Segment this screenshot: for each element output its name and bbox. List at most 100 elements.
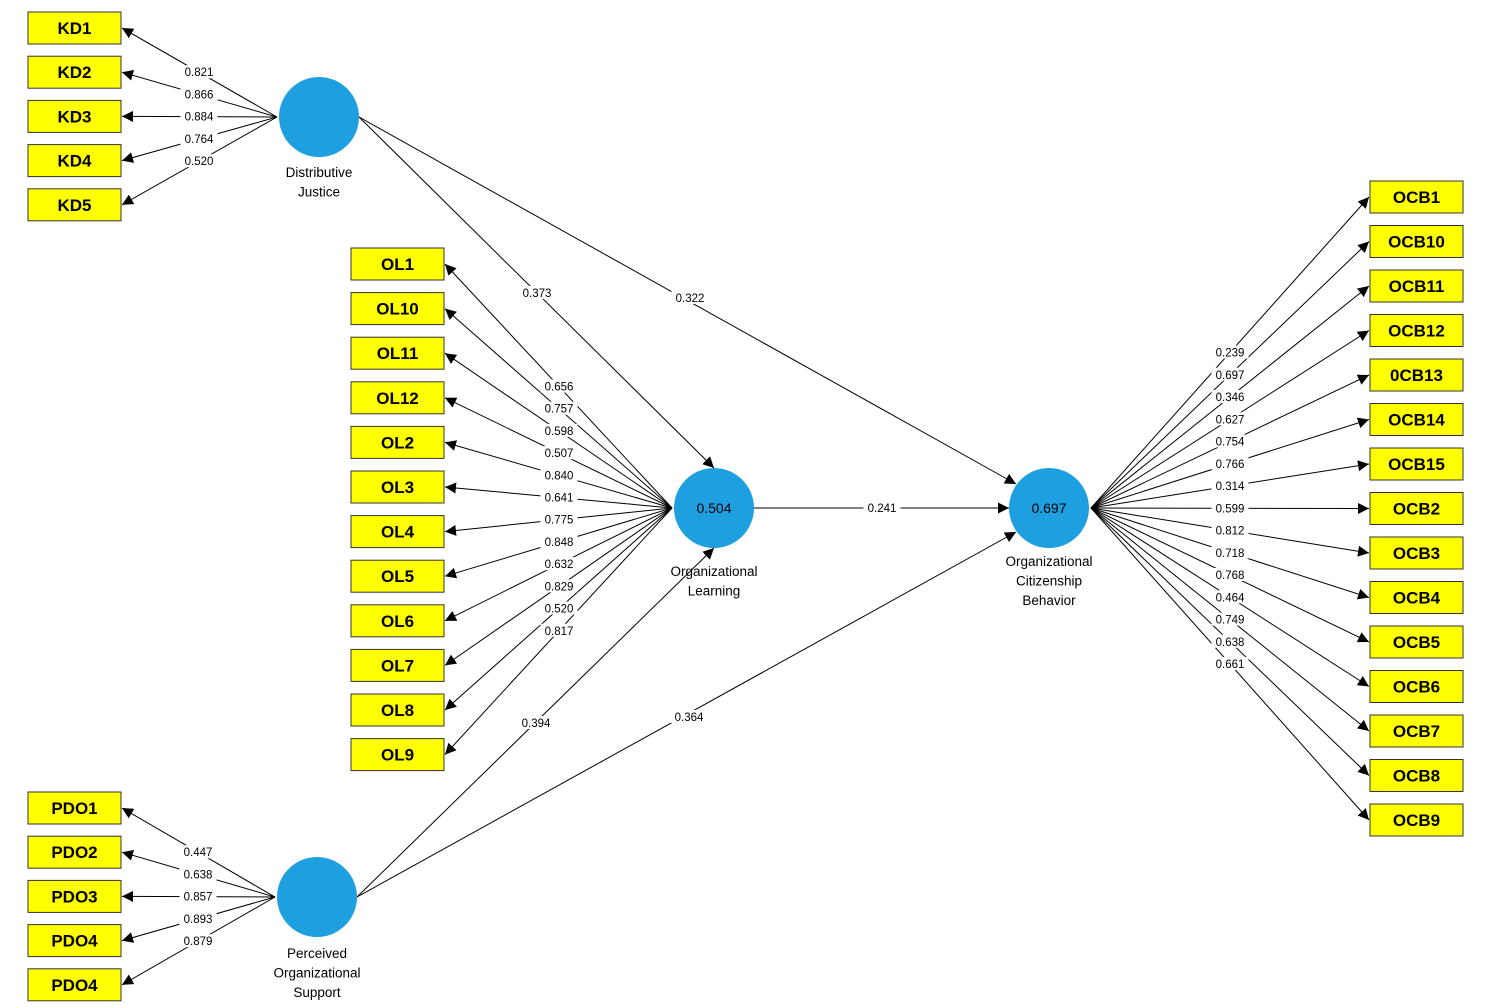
loading-value-ol-10-bg <box>540 579 578 593</box>
indicator-rect <box>1369 403 1464 436</box>
indicator-box-ocb-10[interactable]: OCB4 <box>1369 581 1464 614</box>
loading-value-ocb-7-bg <box>1211 479 1249 492</box>
indicator-rect <box>350 559 445 593</box>
loading-value-kd-5: 0.520 <box>185 156 214 168</box>
indicator-box-ol-8[interactable]: OL5 <box>350 559 445 593</box>
indicator-rect <box>1369 492 1464 525</box>
loading-value-pdo-2: 0.638 <box>184 869 213 881</box>
indicator-box-kd-2[interactable]: KD2 <box>27 55 122 89</box>
path-coefficient-kd-ocb-bg <box>671 291 709 304</box>
indicator-box-ocb-5[interactable]: 0CB13 <box>1369 358 1464 392</box>
indicator-box-ol-10[interactable]: OL7 <box>350 648 445 682</box>
r-squared-value: 0.697 <box>1031 500 1066 516</box>
indicator-box-ol-4[interactable]: OL12 <box>350 381 445 415</box>
r-squared-value: 0.504 <box>696 500 731 516</box>
indicator-label: PDO4 <box>51 932 98 951</box>
indicator-label: OCB15 <box>1388 455 1445 474</box>
indicator-box-ocb-2[interactable]: OCB10 <box>1369 225 1464 258</box>
loading-value-ol-9-bg <box>540 557 578 571</box>
indicator-label: OCB10 <box>1388 233 1445 252</box>
indicator-box-ocb-7[interactable]: OCB15 <box>1369 447 1464 481</box>
indicator-label: OL5 <box>381 567 414 586</box>
indicator-box-ocb-4[interactable]: OCB12 <box>1369 314 1464 347</box>
path-coefficient-pdo-ocb-bg <box>670 710 708 723</box>
indicator-box-ocb-12[interactable]: OCB6 <box>1369 670 1464 703</box>
indicator-box-ocb-8[interactable]: OCB2 <box>1369 492 1464 525</box>
loading-value-ocb-10-bg <box>1211 545 1249 559</box>
indicator-box-pdo-5[interactable]: PDO4 <box>27 968 122 1002</box>
construct-name-line: Behavior <box>1022 593 1076 608</box>
indicator-rect <box>1369 180 1464 214</box>
indicator-box-pdo-2[interactable]: PDO2 <box>27 835 122 869</box>
indicator-box-pdo-4[interactable]: PDO4 <box>27 924 122 958</box>
loading-value-ocb-7: 0.314 <box>1216 481 1245 493</box>
indicator-box-ol-5[interactable]: OL2 <box>350 425 445 459</box>
indicator-rect <box>1369 225 1464 258</box>
indicator-box-ocb-6[interactable]: OCB14 <box>1369 403 1464 436</box>
indicator-label: OCB9 <box>1393 811 1440 830</box>
loading-value-ocb-4: 0.627 <box>1216 414 1245 426</box>
indicator-rect <box>350 425 445 459</box>
indicator-box-kd-1[interactable]: KD1 <box>27 11 122 45</box>
loading-value-ocb-1: 0.239 <box>1216 348 1245 360</box>
path-coefficient-kd-ol-bg <box>518 286 556 299</box>
path-coefficient-pdo-ocb: 0.364 <box>675 712 704 724</box>
indicator-box-ol-7[interactable]: OL4 <box>350 515 445 549</box>
construct-ocb[interactable]: 0.697 <box>1009 468 1089 548</box>
indicator-box-ocb-14[interactable]: OCB8 <box>1369 759 1464 792</box>
construct-circle <box>277 857 357 937</box>
indicator-box-ol-12[interactable]: OL9 <box>350 738 445 772</box>
indicator-label: OCB4 <box>1393 589 1441 608</box>
indicator-box-ocb-3[interactable]: OCB11 <box>1369 269 1464 303</box>
loading-value-pdo-5-bg <box>179 934 217 948</box>
loading-value-ol-2: 0.757 <box>545 404 574 416</box>
indicator-label: OL1 <box>381 255 414 274</box>
loading-value-pdo-2-bg <box>179 867 217 881</box>
indicator-label: OL12 <box>376 389 419 408</box>
loading-value-ocb-12-bg <box>1211 590 1249 604</box>
indicator-rect <box>350 604 445 638</box>
indicator-rect <box>27 968 122 1002</box>
indicator-box-kd-5[interactable]: KD5 <box>27 188 122 222</box>
indicator-label: KD1 <box>57 19 91 38</box>
loading-value-ol-7-bg <box>540 512 578 526</box>
construct-ol[interactable]: 0.504 <box>674 468 754 548</box>
construct-kd[interactable] <box>279 77 359 157</box>
loading-value-ol-7: 0.775 <box>545 515 574 527</box>
indicator-rect <box>1369 358 1464 392</box>
indicator-label: OL11 <box>377 344 419 363</box>
indicator-box-ol-1[interactable]: OL1 <box>350 247 445 281</box>
construct-name-line: Support <box>293 985 341 1000</box>
indicator-box-ocb-13[interactable]: OCB7 <box>1369 714 1464 748</box>
indicator-box-ocb-11[interactable]: OCB5 <box>1369 625 1464 659</box>
indicator-box-ol-6[interactable]: OL3 <box>350 470 445 504</box>
loading-value-ocb-11: 0.768 <box>1216 570 1245 582</box>
indicator-box-pdo-1[interactable]: PDO1 <box>27 791 122 825</box>
indicator-box-ol-9[interactable]: OL6 <box>350 604 445 638</box>
loading-value-ocb-14: 0.638 <box>1216 637 1245 649</box>
indicator-box-kd-4[interactable]: KD4 <box>27 144 122 178</box>
indicator-box-ocb-1[interactable]: OCB1 <box>1369 180 1464 214</box>
indicator-box-ol-3[interactable]: OL11 <box>350 336 445 370</box>
indicator-rect <box>350 381 445 415</box>
indicator-box-pdo-3[interactable]: PDO3 <box>27 879 122 913</box>
path-coefficient-kd-ocb: 0.322 <box>676 293 705 305</box>
indicator-rect <box>350 648 445 682</box>
loading-value-ol-1: 0.656 <box>545 382 574 394</box>
loading-value-ol-6: 0.641 <box>545 493 574 505</box>
loading-value-ocb-8-bg <box>1211 501 1249 515</box>
loading-value-ol-8-bg <box>540 534 578 548</box>
loading-value-ocb-6: 0.766 <box>1216 459 1245 471</box>
indicator-rect <box>1369 314 1464 347</box>
construct-pdo[interactable] <box>277 857 357 937</box>
loading-value-ol-3-bg <box>540 423 578 437</box>
construct-circle <box>674 468 754 548</box>
indicator-box-ocb-15[interactable]: OCB9 <box>1369 803 1464 837</box>
loading-value-ol-9: 0.632 <box>545 559 574 571</box>
indicator-box-ol-2[interactable]: OL10 <box>350 292 445 326</box>
indicator-box-kd-3[interactable]: KD3 <box>27 99 122 133</box>
loading-value-ocb-3: 0.346 <box>1216 392 1245 404</box>
indicator-box-ocb-9[interactable]: OCB3 <box>1369 536 1464 570</box>
loading-value-ol-10: 0.829 <box>545 581 574 593</box>
indicator-box-ol-11[interactable]: OL8 <box>350 693 445 727</box>
